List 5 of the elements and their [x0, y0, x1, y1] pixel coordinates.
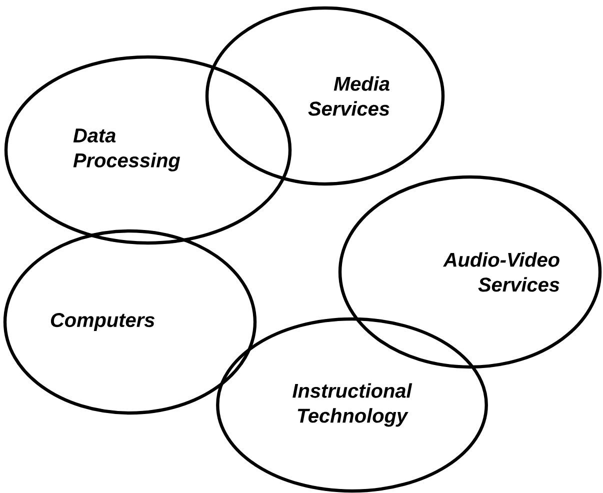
ellipse-node: Instructional Technology [216, 317, 488, 493]
ellipse-node: Data Processing [4, 55, 292, 245]
ellipse-node: Computers [3, 229, 257, 415]
ellipse-node: Media Services [205, 6, 445, 186]
ellipse-node: Audio-Video Services [338, 175, 602, 369]
